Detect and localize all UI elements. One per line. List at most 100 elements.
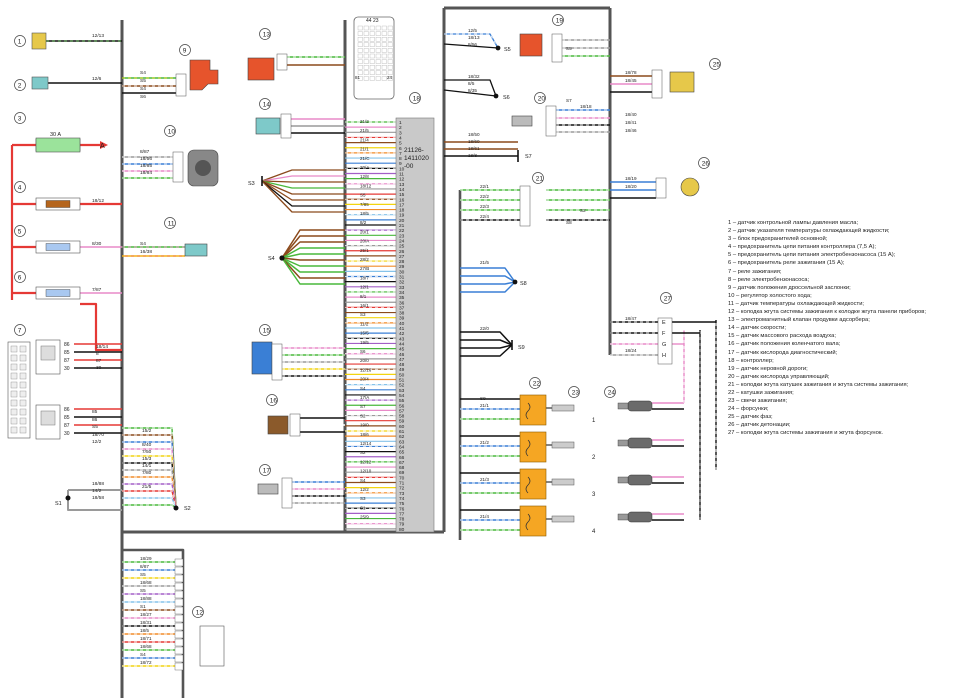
ecu-wire-label: S7 (360, 404, 366, 409)
controller-pin-number: 4 (399, 135, 402, 141)
legend-item: 7 – реле зажигания; (728, 268, 782, 275)
wire-label-bottom: 18/31 (140, 620, 152, 625)
ecu-cell (363, 37, 369, 42)
component-number: 14 (263, 101, 271, 108)
wire (281, 247, 345, 259)
wire-label-right: 8/35 (468, 88, 477, 93)
ecu-wire-label: S2 (360, 450, 366, 455)
legend-item: 8 – реле электробензонасоса; (728, 276, 810, 283)
component-number-circle (259, 324, 271, 336)
cylinder-number: 3 (592, 492, 596, 498)
splice-label: S1 (55, 501, 62, 507)
ecu-cell (387, 42, 393, 47)
controller-pin-number: 20 (399, 218, 405, 224)
component-number: 18 (413, 95, 421, 102)
component-number-circle (266, 394, 278, 406)
splice-s5 (495, 45, 501, 51)
ecu-cell (357, 25, 363, 31)
wire-label-left: 18/56 (140, 156, 152, 162)
wire (281, 235, 345, 259)
wire-label-right: 21/3 (480, 477, 489, 482)
wire (460, 275, 516, 283)
connector (551, 33, 563, 63)
wire-label-right: 22/3 (480, 204, 489, 209)
wire-label-right: 21/5 (480, 260, 489, 265)
legend-item: 20 – датчик кислорода управляющий; (728, 373, 830, 380)
wire-label-right: 8/5 (468, 81, 475, 86)
connector (175, 73, 187, 97)
wire-stripe (444, 33, 499, 49)
wire-label-left: 14/2 (92, 488, 102, 494)
wire-label-bottom: 18/68 (140, 644, 152, 649)
component-number-circle (568, 386, 580, 398)
component-number: 16 (270, 397, 278, 404)
ecu-wire-label: 25/1 (360, 248, 369, 253)
controller-pin-number: 44 (399, 341, 405, 347)
injector (627, 511, 653, 523)
controller-pin-number: 77 (399, 511, 405, 517)
wire-label-right: 18/24 (625, 348, 637, 353)
wire-label-right: 21/1 (480, 403, 489, 408)
wire-label-right: 18/18 (580, 104, 592, 109)
ecu-cell (357, 59, 363, 64)
injector-connector-27 (657, 317, 673, 365)
ecu-wire-label: 20/4 (360, 377, 369, 382)
wire-label-bottom: S5 (140, 572, 146, 577)
ignition-coil (519, 468, 547, 500)
wire-stripe (122, 448, 177, 509)
ecu-cell (381, 65, 387, 70)
wire-label-right: S5 (566, 46, 572, 51)
controller-label-line2: 1411020 (404, 155, 429, 162)
controller-label: 21126- 1411020 -00 (404, 147, 431, 170)
splice-label: S9 (518, 345, 525, 351)
wire-label-left: 18/88 (92, 481, 104, 487)
controller-pin-number: 14 (399, 187, 405, 193)
ecu-wire-label: S6 (360, 349, 366, 354)
controller-label-line3: -00 (404, 163, 414, 170)
ecu-wire-label: 12/2 (360, 487, 369, 492)
legend-item: 10 – регулятор холостого хода; (728, 292, 812, 299)
component-number: 1 (18, 38, 22, 45)
connector-pin (174, 598, 184, 607)
relay-slot (19, 408, 27, 416)
wire-label-left: 18/84 (140, 170, 152, 176)
phase-sensor (669, 71, 695, 93)
relay-slot (19, 345, 27, 353)
splice-s8 (512, 279, 518, 285)
component-number-circle (660, 292, 672, 304)
harness-frame (120, 6, 612, 698)
relay-slot (10, 345, 18, 353)
wire-label-left: 18/70 (92, 432, 104, 438)
injector-tip (617, 402, 629, 410)
wire (460, 267, 516, 283)
connector-letter: G (662, 342, 666, 348)
ecu-cell (381, 37, 387, 42)
controller-pin-number: 48 (399, 362, 405, 368)
controller-pin-number: 60 (399, 424, 405, 430)
wire-bundle (10, 33, 717, 667)
ecu-wire-label: 20/0 (360, 358, 369, 363)
controller-pins: 1234567891011121314151617181920212223242… (399, 120, 405, 533)
injector (627, 474, 653, 486)
component-number-circle (14, 271, 26, 283)
fuse-rating: 30 A (50, 132, 61, 138)
component-number: 5 (18, 228, 22, 235)
ecu-wire-label: 8/2 (360, 220, 367, 225)
wire-label-right: 18/40 (625, 112, 637, 117)
controller-pin-number: 25 (399, 244, 405, 250)
crank-sensor (267, 415, 289, 435)
component-number-circle (164, 125, 176, 137)
controller-pin-number: 22 (399, 228, 405, 234)
ecu-cell (387, 48, 393, 53)
relay-slot (10, 372, 18, 380)
ecu-cell (375, 37, 381, 42)
controller-pin-number: 38 (399, 311, 405, 317)
wire-label-left: 15/3 (142, 456, 152, 462)
wire-label-left: 8 (96, 351, 99, 357)
relay-slot (19, 390, 27, 398)
wire (460, 339, 513, 346)
ecu-wire-label: 12/14 (360, 441, 372, 446)
ecu-wire-label: S3 (360, 312, 366, 317)
wire-stripe (122, 497, 177, 509)
wire-label-right: 18/60 (468, 139, 480, 144)
